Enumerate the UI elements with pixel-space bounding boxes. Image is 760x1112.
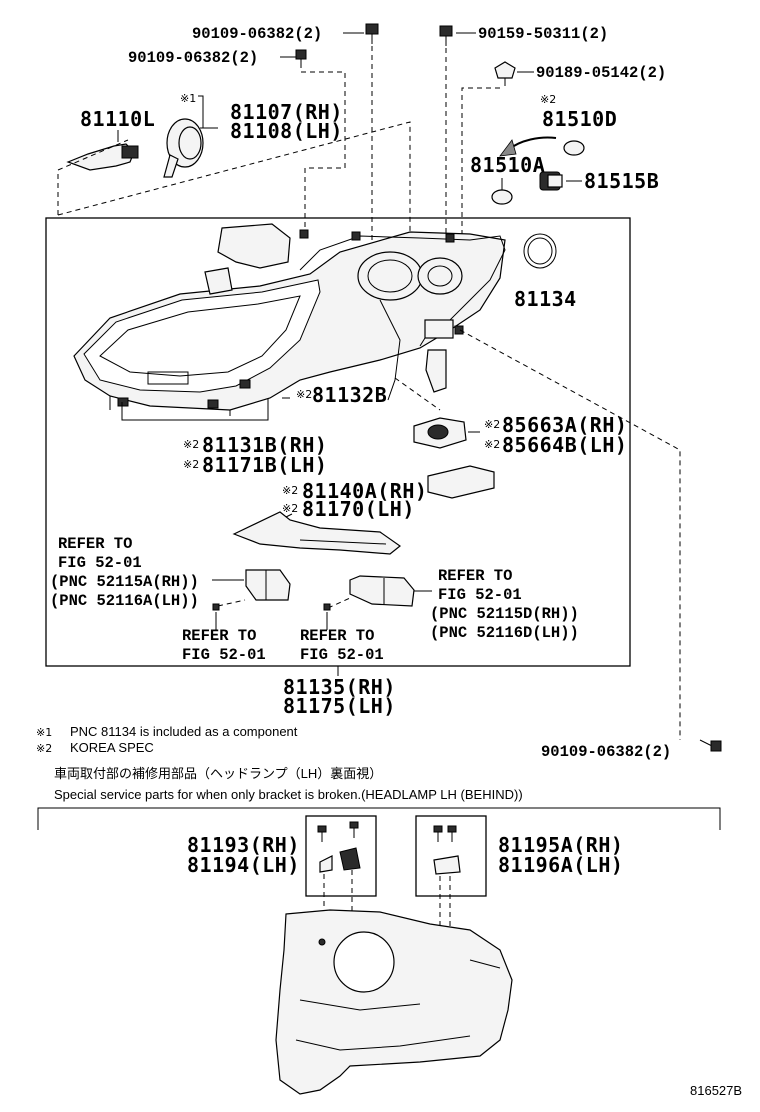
screw-icon: [699, 739, 722, 752]
bracket-icon: [319, 847, 361, 873]
dash-refer-left: [217, 599, 246, 607]
bracket-icon: [245, 569, 291, 601]
label-81132b: 81132B: [312, 383, 387, 407]
mark-2: ※2: [484, 418, 500, 431]
refer-right-1: REFER TO: [438, 567, 512, 585]
refer-left-1: REFER TO: [58, 535, 132, 553]
bracket-icon: [433, 855, 461, 875]
bracket-81131: [121, 398, 269, 421]
note-mark-2: ※2: [36, 742, 52, 755]
dash-refer-right: [327, 597, 351, 609]
refer-right-4: (PNC 52116D(LH)): [430, 624, 579, 642]
label-90159: 90159-50311(2): [478, 25, 608, 43]
refer-right-2: FIG 52-01: [438, 586, 522, 604]
screw-icon: [323, 603, 331, 611]
headlamp-assembly: [73, 223, 506, 416]
ecu-icon: [413, 417, 467, 449]
label-90109-top: 90109-06382(2): [192, 25, 322, 43]
mark-2: ※2: [282, 484, 298, 497]
bulb-icon: [66, 130, 139, 171]
mark-2: ※2: [296, 388, 312, 401]
label-90189: 90189-05142(2): [536, 64, 666, 82]
label-81107: 81107(RH): [230, 100, 343, 124]
label-81194: 81194(LH): [187, 853, 300, 877]
mark-2: ※2: [183, 458, 199, 471]
note-2: KOREA SPEC: [70, 740, 154, 755]
label-85664b: 85664B(LH): [502, 433, 627, 457]
dash-90189: [461, 87, 500, 240]
bulb-icon: [491, 178, 513, 205]
label-81195a: 81195A(RH): [498, 833, 623, 857]
mark-2: ※2: [183, 438, 199, 451]
screw-icon: [433, 825, 457, 842]
screw-icon: [439, 25, 453, 46]
note-1: PNC 81134 is included as a component: [70, 724, 298, 739]
clip-icon: [494, 61, 516, 86]
ballast-icon: [427, 465, 495, 499]
refer-bottom-mid-1: REFER TO: [300, 627, 374, 645]
headlamp-back-view: [275, 909, 513, 1095]
screw-icon: [212, 603, 220, 611]
box-81195a: [415, 815, 487, 897]
screw-icon: [365, 23, 379, 44]
label-81131b: 81131B(RH): [202, 433, 327, 457]
jp-title: 車両取付部の補修用部品（ヘッドランプ（LH）裏面視）: [54, 766, 382, 781]
en-title: Special service parts for when only brac…: [54, 787, 523, 802]
arrow-icon: [499, 136, 557, 157]
label-81510d: 81510D: [542, 107, 617, 131]
mark-2: ※2: [484, 438, 500, 451]
refer-right-3: (PNC 52115D(RH)): [430, 605, 579, 623]
refer-left-2: FIG 52-01: [58, 554, 142, 572]
refer-left-3: (PNC 52115A(RH)): [50, 573, 199, 591]
label-81515b: 81515B: [584, 169, 659, 193]
screw-icon: [295, 49, 307, 68]
label-81510a: 81510A: [470, 153, 545, 177]
label-81110l: 81110L: [80, 107, 155, 131]
dash-bulb-2: [57, 121, 411, 235]
label-81196a: 81196A(LH): [498, 853, 623, 877]
dash-81132b: [394, 377, 441, 411]
label-90109-left: 90109-06382(2): [128, 49, 258, 67]
label-81171b: 81171B(LH): [202, 453, 327, 477]
label-81135: 81135(RH): [283, 675, 396, 699]
label-90109-right: 90109-06382(2): [541, 743, 671, 761]
label-85663a: 85663A(RH): [502, 413, 627, 437]
bracket-81107: [198, 95, 204, 128]
bracket-section-frame: [37, 807, 721, 830]
refer-bottom-left-2: FIG 52-01: [182, 646, 266, 664]
mark-1: ※1: [180, 92, 196, 105]
label-81140a: 81140A(RH): [302, 479, 427, 503]
mark-2: ※2: [540, 93, 556, 106]
label-81193: 81193(RH): [187, 833, 300, 857]
box-81193: [305, 815, 377, 897]
socket-icon: [539, 171, 563, 191]
dash-90109-right: [459, 329, 681, 740]
bracket-icon: [349, 575, 415, 607]
socket-icon: [163, 118, 218, 178]
dash-bulb: [57, 139, 129, 215]
trim-icon: [232, 511, 402, 555]
label-81108: 81108(LH): [230, 119, 343, 143]
refer-left-4: (PNC 52116A(LH)): [50, 592, 199, 610]
diagram-code: 816527B: [690, 1083, 742, 1098]
label-81134: 81134: [514, 287, 577, 311]
dash-90109-left: [301, 71, 346, 240]
gasket-icon: [523, 233, 557, 269]
mark-2: ※2: [282, 502, 298, 515]
bulb-icon: [563, 140, 585, 156]
refer-bottom-mid-2: FIG 52-01: [300, 646, 384, 664]
label-81175: 81175(LH): [283, 694, 396, 718]
screw-icon: [317, 821, 359, 842]
note-mark-1: ※1: [36, 726, 52, 739]
label-81170: 81170(LH): [302, 497, 415, 521]
refer-bottom-left-1: REFER TO: [182, 627, 256, 645]
